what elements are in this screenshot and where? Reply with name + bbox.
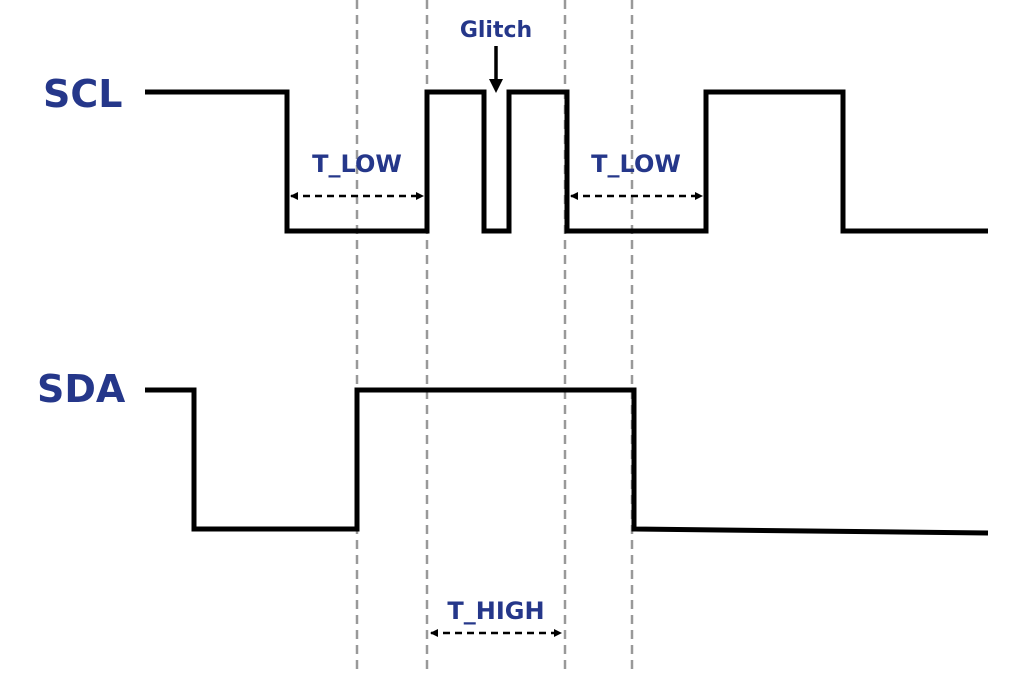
scl-waveform: [145, 89, 988, 234]
t-low-label-right: T_LOW: [591, 150, 681, 178]
t-high-label: T_HIGH: [447, 597, 544, 625]
guide-lines: [355, 0, 634, 673]
sda-signal-label: SDA: [37, 367, 126, 411]
glitch-label: Glitch: [460, 18, 532, 43]
t-low-label-left: T_LOW: [312, 150, 402, 178]
scl-signal-label: SCL: [43, 72, 122, 116]
sda-waveform: [145, 387, 989, 536]
